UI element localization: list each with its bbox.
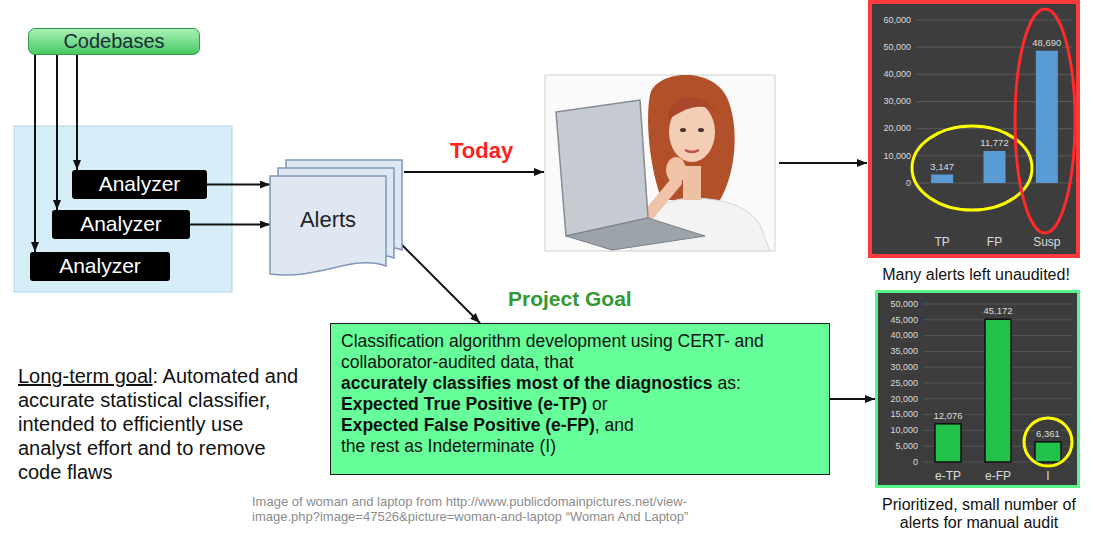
analyzer-box: Analyzer — [30, 252, 170, 281]
node-text: 50,000 — [883, 42, 911, 52]
node-text: 0 — [913, 457, 918, 467]
arrow-connector — [830, 398, 875, 400]
gridline — [916, 20, 1073, 21]
node-text: 12,076 — [932, 411, 963, 422]
arrow-connector — [190, 224, 270, 226]
node-text: 40,000 — [890, 330, 918, 340]
node-text: TP — [934, 236, 949, 250]
analyzer-box: Analyzer — [52, 210, 190, 239]
arrow-connector — [56, 54, 58, 210]
node-text: Alerts — [300, 207, 356, 233]
node-text: 6,361 — [1035, 429, 1061, 440]
note-heading: Long-term goal — [18, 365, 153, 387]
node-text: 30,000 — [890, 362, 918, 372]
flow-label: Today — [450, 138, 513, 164]
chart-caption: Many alerts left unaudited! — [868, 266, 1084, 284]
photo-frame — [545, 75, 775, 251]
bar — [985, 319, 1011, 462]
hair-fringe — [668, 97, 716, 120]
laptop-lid — [556, 100, 648, 236]
bar-chart-panel: 60,000 50,000 40,000 30,000 20,000 10,000 0 3,1… — [868, 0, 1080, 258]
text-line: Expected False Positive (e-FP), and — [341, 415, 819, 436]
bar — [1035, 442, 1061, 462]
chart-caption: Prioritized, small number of alerts for … — [874, 496, 1084, 532]
node-text: 30,000 — [883, 96, 911, 106]
hair — [648, 75, 735, 200]
arrow-connector — [76, 54, 78, 170]
node-text: 11,772 — [979, 138, 1009, 149]
text-line: Classification algorithm development usi… — [341, 331, 819, 373]
node-text: 10,000 — [890, 425, 918, 435]
alerts-document-stack: Alerts — [270, 160, 402, 278]
node-text: FP — [987, 236, 1002, 250]
analyzer-box: Analyzer — [72, 170, 207, 199]
arrow-connector — [402, 245, 480, 323]
analyzer-panel — [14, 126, 232, 292]
node-text: Expected True Positive (e-TP) — [341, 394, 587, 414]
flow-arrow — [779, 162, 867, 164]
highlight-ellipse — [1024, 418, 1072, 466]
node-text: 45,172 — [982, 306, 1013, 317]
node-text: the rest as Indeterminate (I) — [341, 436, 556, 456]
flow-arrow — [404, 171, 544, 173]
node-text: 40,000 — [883, 69, 911, 79]
gridline — [923, 304, 1073, 305]
bar — [984, 151, 1006, 183]
node-text: I — [1046, 470, 1049, 484]
node-text: 15,000 — [890, 409, 918, 419]
document-text-area: Alerts — [270, 176, 386, 264]
image-credit: Image of woman and laptop from http://ww… — [252, 494, 744, 524]
node-text: e-TP — [935, 470, 961, 484]
node-text: 20,000 — [883, 123, 911, 133]
node-text: Susp — [1033, 236, 1060, 250]
node-text: Analyzer — [59, 254, 141, 278]
node-text: accurately classifies most of the diagno… — [341, 373, 713, 393]
arrow-connector — [207, 184, 270, 186]
arrow-connector — [34, 54, 36, 252]
node-text: 5,000 — [895, 441, 918, 451]
node-text: 20,000 — [890, 394, 918, 404]
eye — [698, 128, 704, 132]
bar — [1036, 51, 1058, 183]
bar-chart-panel: 50,000 45,000 40,000 35,000 30,000 25,000 20,0… — [875, 290, 1080, 488]
node-text: 35,000 — [890, 346, 918, 356]
node-text: Analyzer — [80, 212, 162, 236]
highlight-ellipse — [1015, 9, 1075, 233]
node-text: 3,147 — [929, 162, 955, 173]
laptop-base — [566, 218, 705, 250]
node-text: as: — [717, 373, 740, 393]
node-text: 0 — [906, 178, 911, 188]
eye — [680, 128, 686, 132]
connector-group — [35, 54, 875, 399]
text-line: Expected True Positive (e-TP)or — [341, 394, 819, 415]
chart-frame — [877, 292, 1079, 487]
chart-frame — [870, 2, 1078, 256]
node-text: 10,000 — [883, 151, 911, 161]
node-text: 60,000 — [883, 15, 911, 25]
node-text: 48,690 — [1031, 38, 1062, 49]
bar — [935, 424, 961, 462]
text-line: the rest as Indeterminate (I) — [341, 436, 819, 457]
node-text: , and — [595, 415, 634, 435]
note-block: Long-term goal: Automated and accurate s… — [18, 364, 310, 484]
lips — [685, 150, 699, 152]
woman-laptop-photo — [545, 75, 775, 251]
goal-box: Classification algorithm development usi… — [330, 323, 830, 475]
node-text: Analyzer — [99, 172, 181, 196]
node-text: 25,000 — [890, 378, 918, 388]
node-text: Codebases — [63, 30, 164, 53]
source-box: Codebases — [28, 28, 200, 55]
flow-label: Project Goal — [508, 287, 632, 311]
node-text: or — [592, 394, 608, 414]
node-text: Classification algorithm development usi… — [341, 331, 764, 372]
node-text: 50,000 — [890, 299, 918, 309]
text-line: accurately classifies most of the diagno… — [341, 373, 819, 394]
bar — [931, 174, 953, 183]
node-text: 45,000 — [890, 315, 918, 325]
document-sheet — [270, 176, 386, 275]
node-text: Expected False Positive (e-FP) — [341, 415, 595, 435]
node-text: e-FP — [985, 470, 1011, 484]
